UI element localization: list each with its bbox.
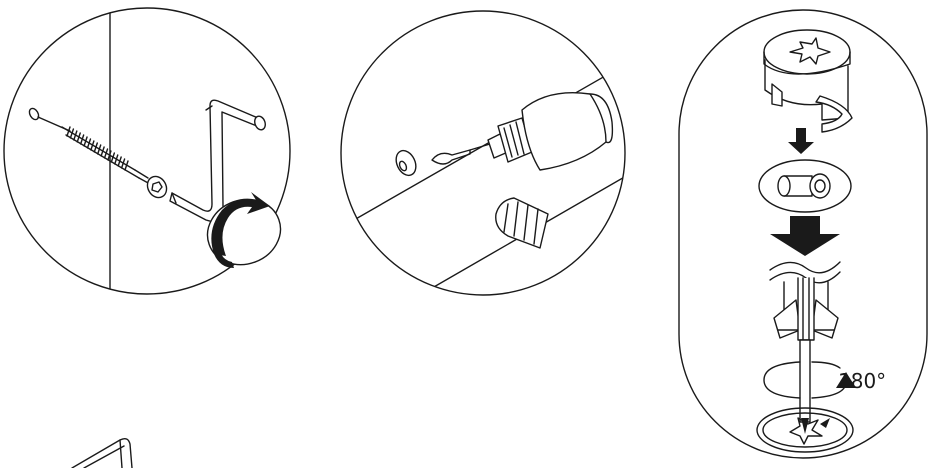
arrow-down-large-icon [770, 216, 840, 256]
panel-wrench [4, 8, 290, 300]
bolt-detail [759, 160, 851, 212]
dowel-hole [28, 107, 41, 121]
rotation-degrees-label: 180° [838, 369, 886, 393]
wooden-dowel [496, 198, 548, 248]
threaded-screw [62, 127, 170, 201]
arrow-down-small-icon [788, 128, 814, 154]
screwdriver [798, 278, 814, 434]
cam-fitting [764, 30, 852, 132]
partial-bracket [72, 439, 132, 468]
panel-cam-lock: 180° [679, 10, 927, 458]
panel-glue [340, 11, 640, 295]
glue-bottle [470, 93, 612, 170]
glue-hole [392, 147, 419, 178]
